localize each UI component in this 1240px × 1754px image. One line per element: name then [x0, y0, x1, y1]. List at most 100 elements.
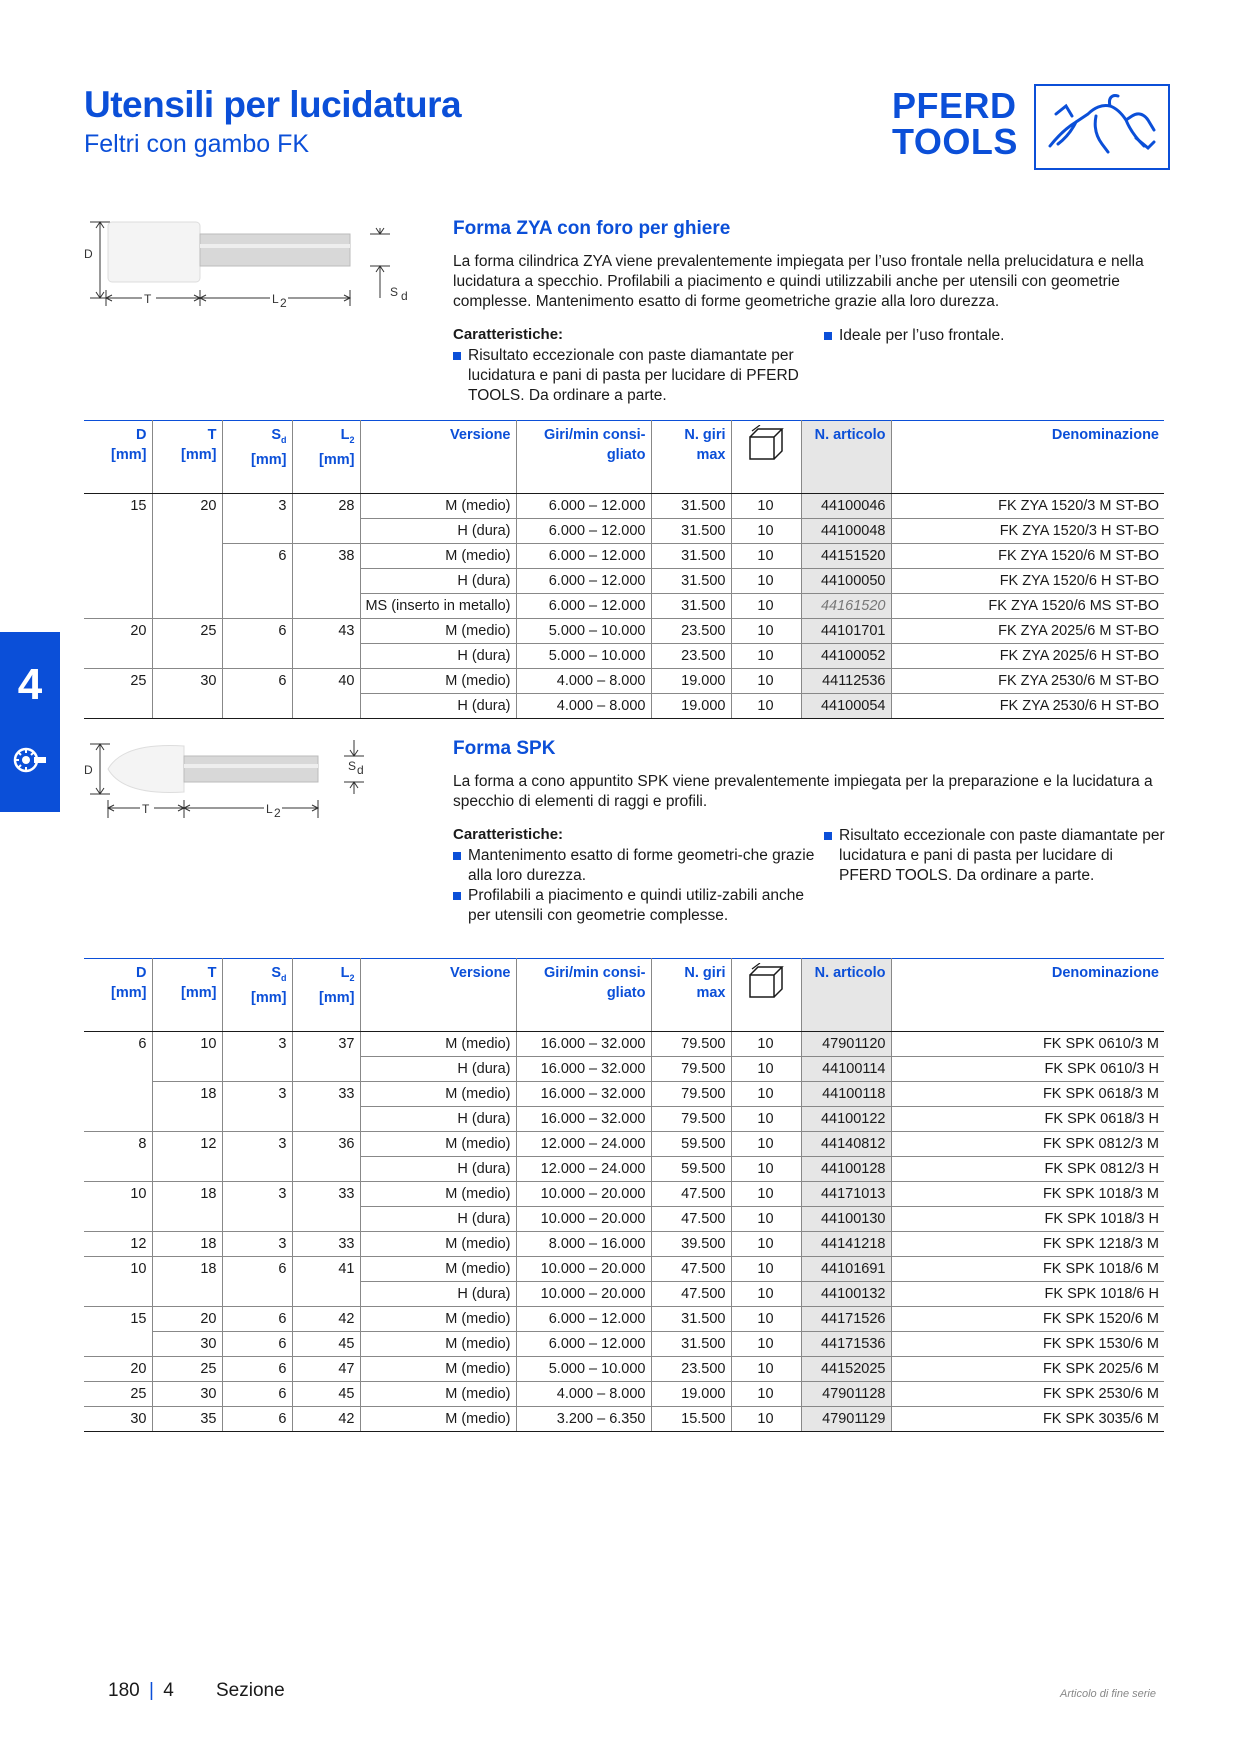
- cell-t: [152, 1281, 223, 1307]
- cell-ngiri: 23.500: [651, 618, 732, 644]
- cell-sd: 3: [222, 1231, 293, 1257]
- cell-t: 30: [152, 668, 223, 694]
- cell-d: [84, 1056, 153, 1082]
- table-header-row: D[mm] T[mm] Sd[mm] L2[mm] Versione Giri/…: [84, 958, 1164, 1027]
- cell-versione: H (dura): [360, 518, 517, 544]
- cell-d: 25: [84, 1381, 153, 1407]
- cell-ngiri: 79.500: [651, 1106, 732, 1132]
- col-d: D[mm]: [84, 420, 153, 489]
- cell-giri: 8.000 – 16.000: [516, 1231, 652, 1257]
- cell-pack: 10: [731, 1256, 802, 1282]
- col-giri: Giri/min consi-gliato: [516, 420, 652, 489]
- cell-giri: 16.000 – 32.000: [516, 1031, 652, 1057]
- cell-t: 35: [152, 1406, 223, 1432]
- cell-versione: H (dura): [360, 1206, 517, 1232]
- cell-ngiri: 19.000: [651, 693, 732, 719]
- features-list-zya-left: Risultato eccezionale con paste diamanta…: [453, 346, 803, 406]
- cell-giri: 5.000 – 10.000: [516, 643, 652, 669]
- cell-sd: 6: [222, 543, 293, 569]
- cell-versione: M (medio): [360, 1306, 517, 1332]
- cell-articolo: 44100122: [801, 1106, 892, 1132]
- section-description-zya: La forma cilindrica ZYA viene prevalente…: [453, 253, 1144, 310]
- spec-table-spk: D[mm] T[mm] Sd[mm] L2[mm] Versione Giri/…: [84, 958, 1164, 1432]
- cell-denominazione: FK ZYA 1520/3 H ST-BO: [891, 518, 1164, 544]
- cell-sd: 3: [222, 1031, 293, 1057]
- cell-denominazione: FK ZYA 1520/6 H ST-BO: [891, 568, 1164, 594]
- flap-wheel-icon: [12, 742, 48, 783]
- cell-pack: 10: [731, 668, 802, 694]
- cell-t: [152, 543, 223, 569]
- cell-sd: [222, 1106, 293, 1132]
- cell-giri: 6.000 – 12.000: [516, 568, 652, 594]
- cell-denominazione: FK ZYA 1520/6 MS ST-BO: [891, 593, 1164, 619]
- cell-pack: 10: [731, 1206, 802, 1232]
- cell-ngiri: 23.500: [651, 643, 732, 669]
- cell-d: [84, 1281, 153, 1307]
- cell-l2: 42: [292, 1306, 361, 1332]
- cell-denominazione: FK SPK 0610/3 M: [891, 1031, 1164, 1057]
- feature-item: Profilabili a piacimento e quindi utiliz…: [453, 886, 815, 926]
- end-of-series-note: Articolo di fine serie: [1060, 1688, 1156, 1700]
- cell-denominazione: FK ZYA 2025/6 M ST-BO: [891, 618, 1164, 644]
- cell-sd: 6: [222, 1381, 293, 1407]
- cell-denominazione: FK SPK 1018/6 M: [891, 1256, 1164, 1282]
- zya-label-l-sub: 2: [280, 296, 287, 310]
- cell-giri: 4.000 – 8.000: [516, 1381, 652, 1407]
- col-t: T[mm]: [152, 420, 223, 489]
- cell-giri: 10.000 – 20.000: [516, 1206, 652, 1232]
- cell-sd: [222, 1206, 293, 1232]
- cell-d: 6: [84, 1031, 153, 1057]
- cell-ngiri: 79.500: [651, 1031, 732, 1057]
- spec-table-zya: D[mm] T[mm] Sd[mm] L2[mm] Versione Giri/…: [84, 420, 1164, 719]
- cell-t: [152, 693, 223, 719]
- cell-articolo: 44152025: [801, 1356, 892, 1382]
- cell-versione: M (medio): [360, 1131, 517, 1157]
- spk-label-l: L: [266, 802, 273, 816]
- col-sd: Sd[mm]: [222, 958, 293, 1027]
- cell-sd: 3: [222, 1181, 293, 1207]
- cell-t: 18: [152, 1081, 223, 1107]
- cell-t: 18: [152, 1256, 223, 1282]
- cell-pack: 10: [731, 1031, 802, 1057]
- cell-articolo: 44101701: [801, 618, 892, 644]
- cell-denominazione: FK SPK 3035/6 M: [891, 1406, 1164, 1432]
- features-list-spk-right: Risultato eccezionale con paste diamanta…: [824, 826, 1169, 886]
- cell-l2: [292, 1056, 361, 1082]
- cell-versione: H (dura): [360, 568, 517, 594]
- cell-versione: H (dura): [360, 643, 517, 669]
- cell-ngiri: 23.500: [651, 1356, 732, 1382]
- cell-giri: 12.000 – 24.000: [516, 1156, 652, 1182]
- cell-giri: 3.200 – 6.350: [516, 1406, 652, 1432]
- cell-t: 20: [152, 1306, 223, 1332]
- cell-articolo: 44100054: [801, 693, 892, 719]
- cell-giri: 12.000 – 24.000: [516, 1131, 652, 1157]
- cell-ngiri: 47.500: [651, 1206, 732, 1232]
- cell-ngiri: 79.500: [651, 1056, 732, 1082]
- cell-sd: [222, 693, 293, 719]
- cell-versione: MS (inserto in metallo): [360, 593, 517, 619]
- feature-item: Ideale per l’uso frontale.: [824, 326, 1164, 346]
- cell-versione: M (medio): [360, 1406, 517, 1432]
- cell-articolo: 44100132: [801, 1281, 892, 1307]
- logo-text: PFERD TOOLS: [892, 88, 1018, 160]
- col-denominazione: Denominazione: [891, 958, 1164, 1027]
- cell-denominazione: FK SPK 1018/3 M: [891, 1181, 1164, 1207]
- cell-articolo: 47901128: [801, 1381, 892, 1407]
- cell-l2: 41: [292, 1256, 361, 1282]
- horse-logo-icon: [1034, 84, 1170, 170]
- cell-sd: [222, 593, 293, 619]
- cell-denominazione: FK SPK 1218/3 M: [891, 1231, 1164, 1257]
- cell-sd: 6: [222, 1406, 293, 1432]
- cell-articolo: 44100046: [801, 493, 892, 519]
- cell-pack: 10: [731, 1406, 802, 1432]
- cell-denominazione: FK SPK 1530/6 M: [891, 1331, 1164, 1357]
- cell-sd: 6: [222, 1306, 293, 1332]
